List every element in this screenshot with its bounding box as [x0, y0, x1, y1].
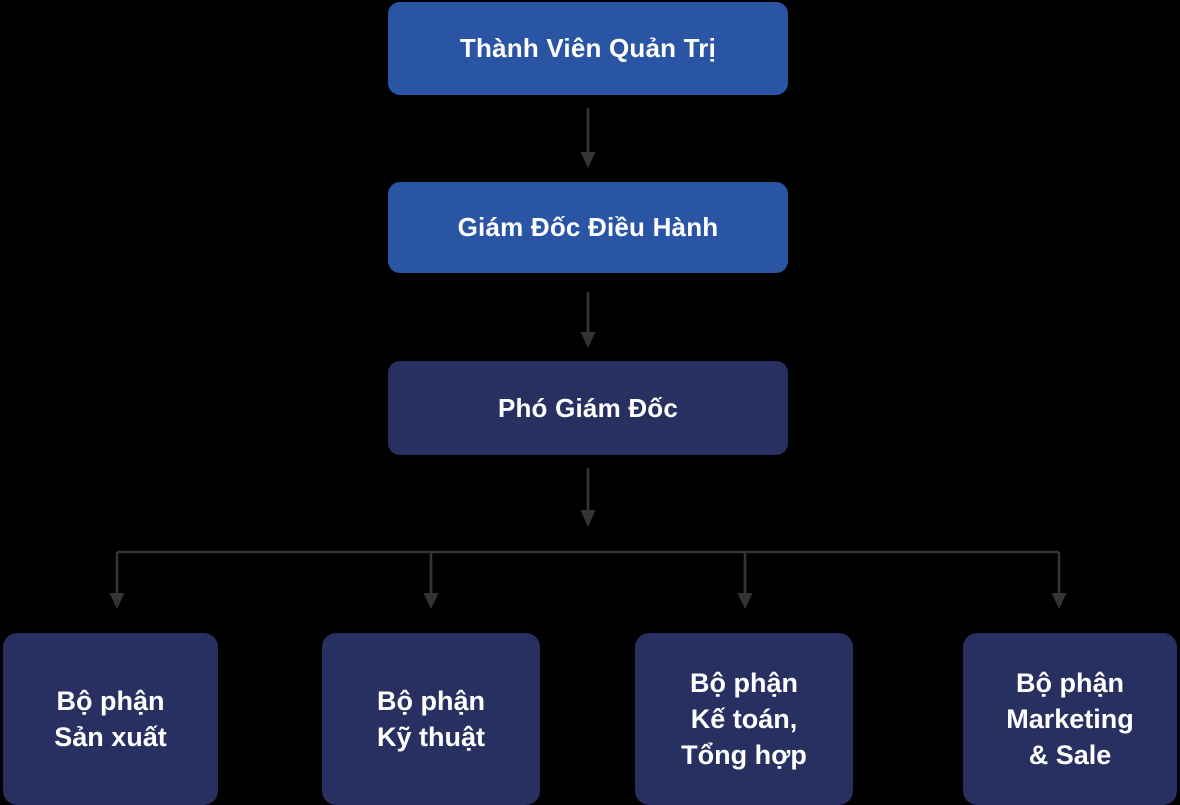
marketing-sales-dept-box: Bộ phận Marketing & Sale — [963, 633, 1177, 805]
production-dept-label-line2: Sản xuất — [54, 722, 167, 752]
arrow-branch-to-technical — [423, 552, 439, 609]
ceo-label: Giám Đốc Điều Hành — [457, 212, 719, 242]
production-dept-box: Bộ phận Sản xuất — [3, 633, 218, 805]
arrow-branch-to-accounting — [737, 552, 753, 609]
deputy-director-box: Phó Giám Đốc — [388, 361, 788, 455]
technical-dept-label-line2: Kỹ thuật — [377, 722, 485, 752]
marketing-sales-dept-label-line3: & Sale — [1028, 740, 1112, 770]
arrow-board-to-ceo — [580, 108, 596, 168]
technical-dept-label-line1: Bộ phận — [377, 686, 485, 716]
arrow-branch-to-production — [109, 552, 125, 609]
accounting-dept-box: Bộ phận Kế toán, Tổng hợp — [635, 633, 853, 805]
ceo-box: Giám Đốc Điều Hành — [388, 182, 788, 273]
arrow-deputy-to-branch — [580, 468, 596, 527]
marketing-sales-dept-label-line1: Bộ phận — [1016, 668, 1124, 698]
board-members-label: Thành Viên Quản Trị — [459, 33, 717, 63]
accounting-dept-label-line1: Bộ phận — [690, 668, 798, 698]
technical-dept-box: Bộ phận Kỹ thuật — [322, 633, 540, 805]
arrow-branch-to-marketing — [1051, 552, 1067, 609]
accounting-dept-label-line3: Tổng hợp — [681, 740, 807, 770]
arrow-ceo-to-deputy — [580, 292, 596, 348]
production-dept-label-line1: Bộ phận — [56, 686, 165, 716]
marketing-sales-dept-label-line2: Marketing — [1006, 704, 1134, 734]
accounting-dept-label-line2: Kế toán, — [690, 704, 798, 734]
board-members-box: Thành Viên Quản Trị — [388, 2, 788, 95]
deputy-director-label: Phó Giám Đốc — [497, 392, 679, 423]
